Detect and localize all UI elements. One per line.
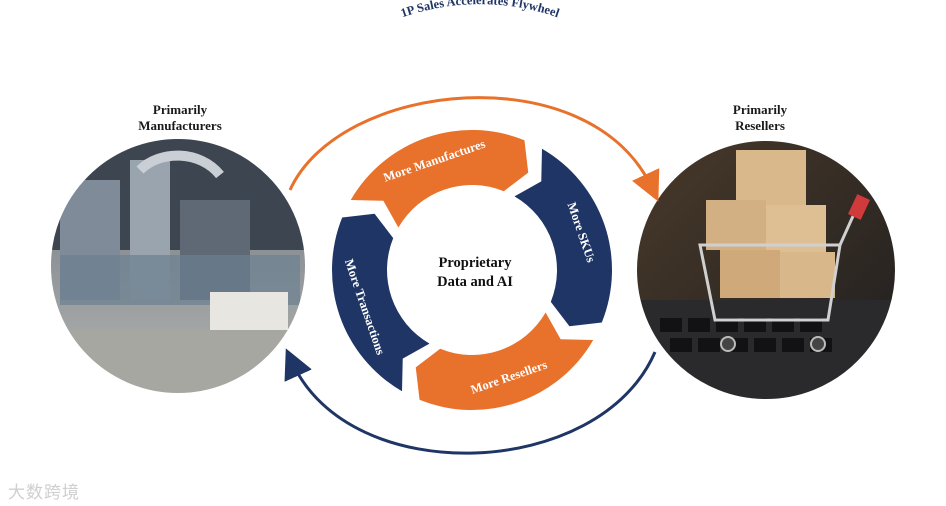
ring-segment-4 — [332, 214, 430, 391]
manufacturers-label-line1: Primarily — [120, 102, 240, 118]
ring-segment-2 — [515, 149, 612, 326]
factory-photo — [40, 130, 320, 410]
ring-segment-1 — [351, 130, 528, 228]
ring-segment-3 — [416, 313, 593, 411]
watermark-logo: 大数跨境 — [8, 478, 80, 503]
resellers-label-line2: Resellers — [700, 118, 820, 134]
resellers-label-line1: Primarily — [700, 102, 820, 118]
top-arc-label: 1P Sales Accelerates Flywheel — [399, 0, 562, 20]
manufacturers-label: Primarily Manufacturers — [120, 102, 240, 134]
center-label-line2: Data and AI — [410, 273, 540, 292]
shopping-cart-boxes-photo — [630, 135, 910, 415]
manufacturers-label-line2: Manufacturers — [120, 118, 240, 134]
center-label-line1: Proprietary — [410, 254, 540, 273]
resellers-label: Primarily Resellers — [700, 102, 820, 134]
center-label: Proprietary Data and AI — [410, 254, 540, 292]
